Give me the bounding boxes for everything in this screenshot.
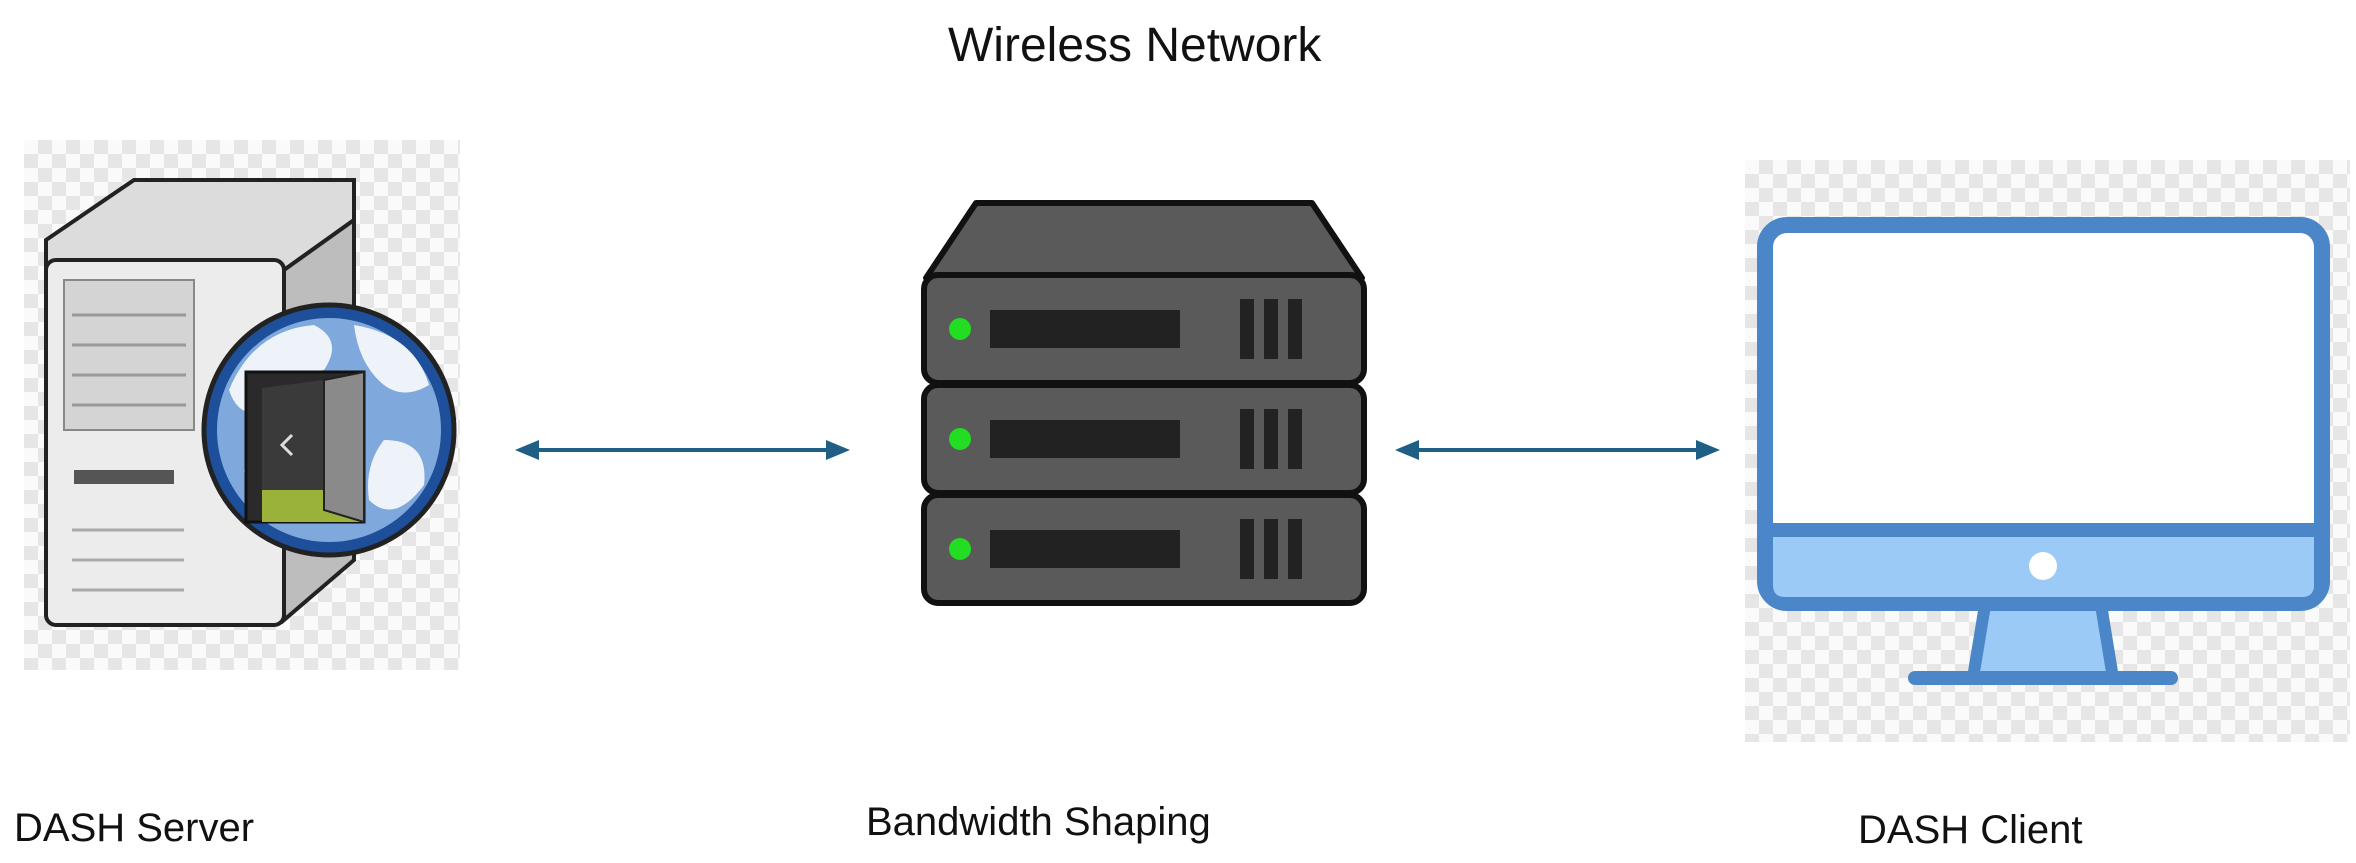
- edge-shaper-client-arrow: [1395, 440, 1720, 460]
- web-server-icon: [44, 178, 457, 627]
- node-label-client: DASH Client: [1858, 808, 2083, 852]
- node-label-server: DASH Server: [14, 806, 255, 850]
- monitor-icon: [1757, 217, 2330, 685]
- server-rack-icon: [921, 200, 1367, 606]
- edge-server-shaper-arrow: [515, 440, 850, 460]
- diagram-title: Wireless Network: [948, 19, 1322, 72]
- node-label-shaper: Bandwidth Shaping: [866, 800, 1211, 844]
